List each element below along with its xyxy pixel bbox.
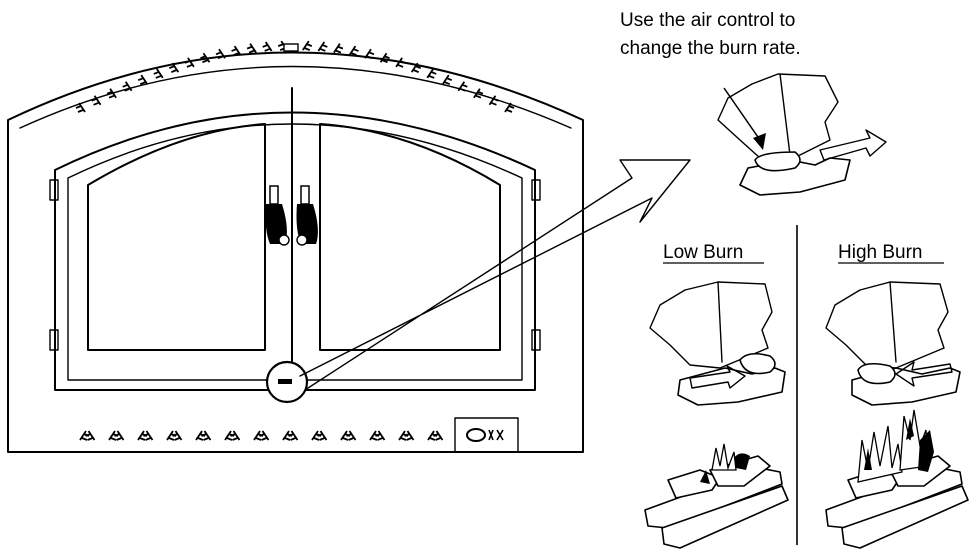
- decorative-leaf: [348, 45, 359, 56]
- upper-decorative-band: [75, 40, 515, 113]
- decorative-leaf: [246, 43, 257, 54]
- high-burn-logs: [825, 409, 969, 549]
- decorative-leaf: [379, 52, 390, 64]
- decorative-leaf: [433, 430, 444, 441]
- decorative-leaf: [288, 430, 299, 441]
- decorative-leaf: [473, 88, 484, 99]
- decorative-leaf: [184, 57, 195, 68]
- decorative-leaf: [346, 430, 357, 441]
- air-control-detail: [717, 73, 887, 196]
- door-frame-inner: [67, 123, 523, 381]
- decorative-leaf: [504, 102, 515, 113]
- decorative-leaf: [488, 95, 499, 106]
- decorative-leaf: [364, 48, 375, 60]
- decorative-leaf: [259, 430, 270, 441]
- fireplace-surround: [7, 51, 584, 453]
- decorative-leaf: [172, 430, 183, 441]
- low-burn-label: Low Burn: [663, 242, 743, 263]
- decorative-leaf: [114, 430, 125, 441]
- decorative-leaf: [153, 68, 164, 79]
- high-burn-label: High Burn: [838, 242, 923, 263]
- decorative-leaf: [137, 74, 148, 86]
- fireplace-surround-inner: [19, 65, 572, 129]
- decorative-leaf: [168, 62, 180, 73]
- instruction-line-2: change the burn rate.: [620, 38, 801, 59]
- instruction-line-1: Use the air control to: [620, 10, 795, 31]
- decorative-leaf: [317, 430, 328, 441]
- decorative-leaf: [85, 430, 96, 441]
- right-door-handle: [296, 185, 318, 246]
- decorative-leaf: [426, 68, 437, 79]
- decorative-leaf: [215, 48, 226, 60]
- left-door-handle: [265, 185, 290, 246]
- decorative-leaf: [442, 74, 453, 86]
- hinge-bottom-left: [49, 329, 59, 351]
- top-ornament: [283, 43, 299, 52]
- decorative-leaf: [91, 95, 102, 106]
- decorative-leaf: [404, 430, 415, 441]
- decorative-leaf: [375, 430, 386, 441]
- decorative-leaf: [262, 41, 273, 52]
- logo-plate: [454, 417, 519, 453]
- decorative-leaf: [230, 430, 241, 441]
- decorative-leaf: [457, 81, 468, 92]
- decorative-leaf: [333, 43, 344, 54]
- decorative-leaf: [201, 430, 212, 441]
- decorative-leaf: [231, 45, 242, 56]
- left-door-glass: [87, 123, 266, 351]
- hinge-bottom-right: [531, 329, 541, 351]
- high-burn-control-detail: [825, 281, 961, 406]
- decorative-leaf: [106, 88, 117, 99]
- hinge-top-right: [531, 179, 541, 201]
- decorative-leaf: [122, 81, 133, 92]
- low-burn-control-detail: [649, 281, 786, 406]
- decorative-leaf: [395, 57, 406, 68]
- decorative-leaf: [410, 62, 422, 73]
- decorative-leaf: [75, 102, 86, 113]
- zoom-pointer-arrow: [299, 159, 691, 391]
- decorative-leaf: [317, 41, 328, 52]
- low-burn-logs: [644, 443, 789, 549]
- decorative-leaf: [302, 40, 313, 51]
- right-door-glass: [319, 123, 501, 351]
- decorative-leaf: [200, 52, 211, 64]
- lower-decorative-band: [79, 430, 444, 441]
- decorative-leaf: [143, 430, 154, 441]
- air-control-lever: [278, 379, 292, 384]
- door-frame: [54, 111, 536, 391]
- hinge-top-left: [49, 179, 59, 201]
- fireplace-front: [7, 40, 584, 453]
